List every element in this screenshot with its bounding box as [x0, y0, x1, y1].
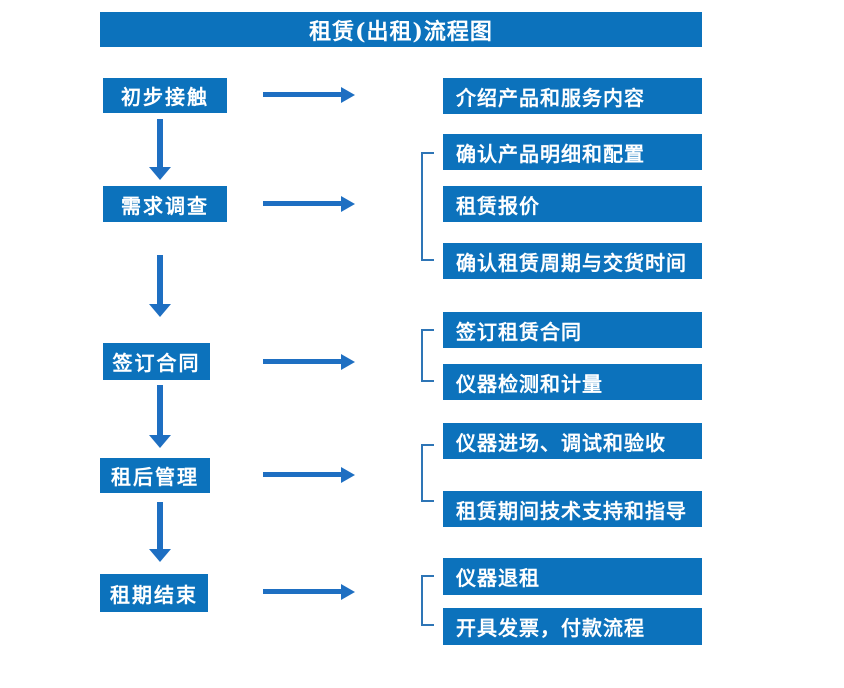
right-arrow-1 — [263, 87, 355, 103]
arrow-shaft — [263, 472, 343, 477]
arrow-head-icon — [341, 354, 355, 370]
detail-box-instrument-testing: 仪器检测和计量 — [443, 364, 702, 400]
step-box-sign-contract: 签订合同 — [103, 343, 210, 380]
step-box-lease-end: 租期结束 — [100, 574, 208, 612]
arrow-shaft — [157, 502, 163, 551]
detail-box-technical-support: 租赁期间技术支持和指导 — [443, 491, 702, 527]
right-arrow-2 — [263, 196, 355, 212]
step-box-demand-survey: 需求调查 — [103, 186, 227, 222]
right-arrow-3 — [263, 354, 355, 370]
arrow-shaft — [263, 359, 343, 364]
detail-box-confirm-product-details: 确认产品明细和配置 — [443, 134, 702, 170]
down-arrow-2 — [149, 255, 171, 317]
arrow-shaft — [157, 385, 163, 437]
arrow-shaft — [263, 92, 343, 97]
detail-box-introduce-products: 介绍产品和服务内容 — [443, 78, 702, 114]
arrow-head-icon — [149, 549, 171, 562]
detail-box-confirm-rental-period: 确认租赁周期与交货时间 — [443, 243, 702, 279]
arrow-head-icon — [149, 167, 171, 180]
right-arrow-5 — [263, 584, 355, 600]
bracket-sign-contract-group — [421, 329, 434, 382]
arrow-head-icon — [341, 196, 355, 212]
flowchart-title: 租赁(出租)流程图 — [100, 12, 702, 47]
right-arrow-4 — [263, 467, 355, 483]
arrow-shaft — [157, 255, 163, 306]
bracket-lease-end-group — [421, 575, 434, 626]
arrow-head-icon — [341, 467, 355, 483]
down-arrow-1 — [149, 119, 171, 180]
arrow-shaft — [263, 589, 343, 594]
arrow-head-icon — [341, 87, 355, 103]
detail-box-rental-quotation: 租赁报价 — [443, 186, 702, 222]
detail-box-instrument-return: 仪器退租 — [443, 558, 702, 595]
down-arrow-3 — [149, 385, 171, 448]
arrow-head-icon — [149, 435, 171, 448]
step-box-initial-contact: 初步接触 — [103, 78, 227, 113]
detail-box-instrument-setup-acceptance: 仪器进场、调试和验收 — [443, 423, 702, 459]
detail-box-sign-rental-contract: 签订租赁合同 — [443, 312, 702, 348]
bracket-post-rental-group — [421, 444, 434, 502]
detail-box-invoice-payment: 开具发票，付款流程 — [443, 608, 702, 645]
arrow-shaft — [263, 201, 343, 206]
down-arrow-4 — [149, 502, 171, 562]
arrow-head-icon — [149, 304, 171, 317]
step-box-post-rental-management: 租后管理 — [100, 458, 210, 493]
bracket-demand-survey-group — [421, 152, 434, 261]
arrow-shaft — [157, 119, 163, 169]
arrow-head-icon — [341, 584, 355, 600]
